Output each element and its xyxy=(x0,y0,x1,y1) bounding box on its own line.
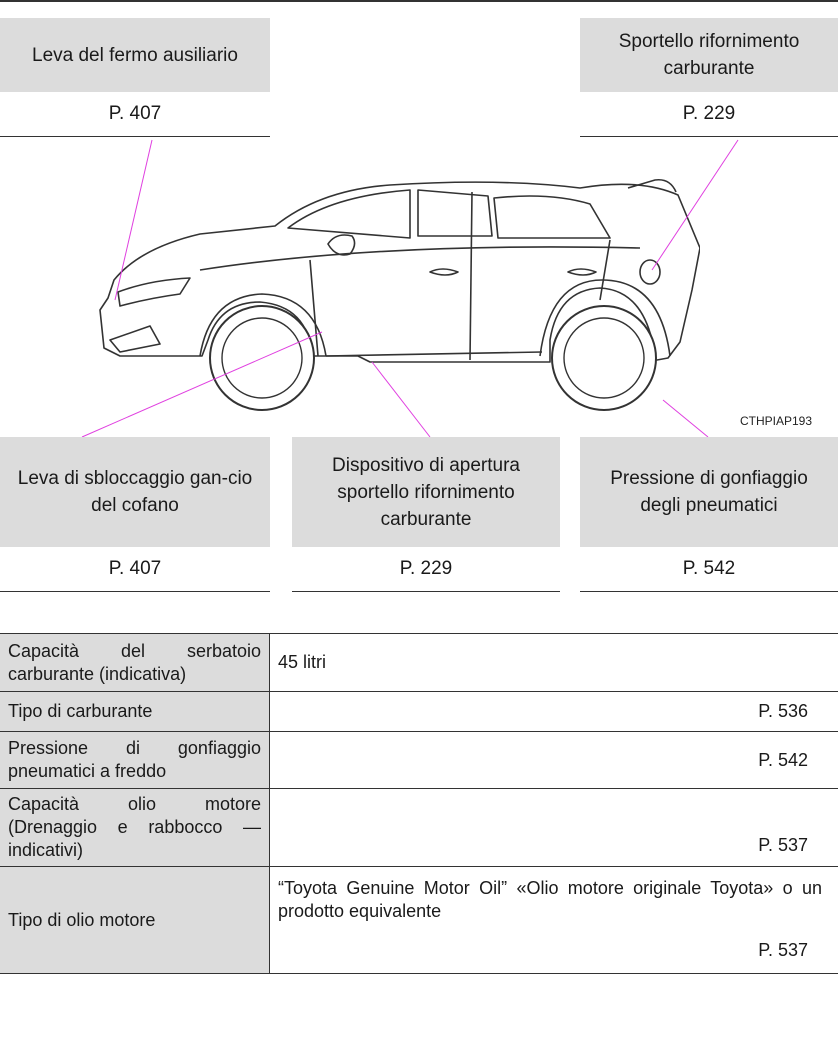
car-headlight xyxy=(117,277,191,307)
table-row: Capacità olio motore (Drenaggio e rabboc… xyxy=(0,788,838,867)
car-illustration xyxy=(99,178,700,411)
top-rule xyxy=(0,0,838,2)
page-reference-link[interactable]: P. 407 xyxy=(0,547,270,592)
spec-value: 45 litri xyxy=(278,652,327,672)
car-wheel-arch-front xyxy=(199,293,327,357)
car-window-front xyxy=(287,189,411,239)
spec-page-link[interactable]: P. 542 xyxy=(758,750,808,770)
table-row: Capacità del serbatoio carburante (indic… xyxy=(0,633,838,692)
table-row: Pressione di gonfiaggio pneumatici a fre… xyxy=(0,731,838,789)
page-reference-link[interactable]: P. 229 xyxy=(292,547,560,592)
spec-label: Capacità olio motore (Drenaggio e rabboc… xyxy=(0,788,270,867)
callout-tire-pressure: Pressione di gonfiaggio degli pneumatici… xyxy=(580,437,838,592)
car-door-handle-front xyxy=(429,268,459,276)
spec-label: Pressione di gonfiaggio pneumatici a fre… xyxy=(0,731,270,789)
car-mirror xyxy=(327,234,356,256)
callout-fuel-door: Sportello rifornimento carburante P. 229 xyxy=(580,18,838,137)
car-body-outline xyxy=(99,181,700,363)
car-spoiler xyxy=(627,178,677,193)
spec-value-cell: P. 537 xyxy=(269,788,838,867)
page-reference-link[interactable]: P. 407 xyxy=(0,92,270,137)
page-reference-link[interactable]: P. 542 xyxy=(580,547,838,592)
figure-code: CTHPIAP193 xyxy=(740,414,813,428)
car-fuel-door xyxy=(639,259,661,285)
car-wheel-arch-rear xyxy=(539,279,671,357)
car-front-grille xyxy=(109,325,161,353)
spec-value-cell: P. 542 xyxy=(269,731,838,789)
callout-auxiliary-latch: Leva del fermo ausiliario P. 407 xyxy=(0,18,270,137)
callout-hood-release: Leva di sbloccaggio gan-cio del cofano P… xyxy=(0,437,270,592)
spec-value: “Toyota Genuine Motor Oil” «Olio motore … xyxy=(278,878,822,921)
page-reference-link[interactable]: P. 229 xyxy=(580,92,838,137)
spec-value-cell: “Toyota Genuine Motor Oil” «Olio motore … xyxy=(269,866,838,974)
callout-label: Sportello rifornimento carburante xyxy=(580,18,838,92)
spec-page-link[interactable]: P. 536 xyxy=(758,701,808,721)
spec-label: Tipo di olio motore xyxy=(0,866,270,974)
spec-page-link[interactable]: P. 537 xyxy=(758,940,808,960)
specs-table: Capacità del serbatoio carburante (indic… xyxy=(0,633,838,974)
callout-label: Pressione di gonfiaggio degli pneumatici xyxy=(580,437,838,547)
car-front-rim xyxy=(221,317,303,399)
car-rear-rim xyxy=(563,317,645,399)
table-row: Tipo di olio motore “Toyota Genuine Moto… xyxy=(0,866,838,974)
spec-value-cell: P. 536 xyxy=(269,691,838,732)
car-window-rear xyxy=(493,195,611,239)
callout-label: Leva di sbloccaggio gan-cio del cofano xyxy=(0,437,270,547)
spec-label: Tipo di carburante xyxy=(0,691,270,732)
car-door-handle-rear xyxy=(567,268,597,276)
table-row: Tipo di carburante P. 536 xyxy=(0,691,838,732)
callout-label: Leva del fermo ausiliario xyxy=(0,18,270,92)
car-belt-line xyxy=(199,246,641,271)
spec-value-cell: 45 litri xyxy=(269,633,838,692)
spec-page-link[interactable]: P. 537 xyxy=(758,835,808,855)
callout-label: Dispositivo di apertura sportello riforn… xyxy=(292,437,560,547)
callout-fuel-door-opener: Dispositivo di apertura sportello riforn… xyxy=(292,437,560,592)
car-rocker xyxy=(325,351,543,357)
spec-label: Capacità del serbatoio carburante (indic… xyxy=(0,633,270,692)
car-window-middle xyxy=(417,189,493,237)
